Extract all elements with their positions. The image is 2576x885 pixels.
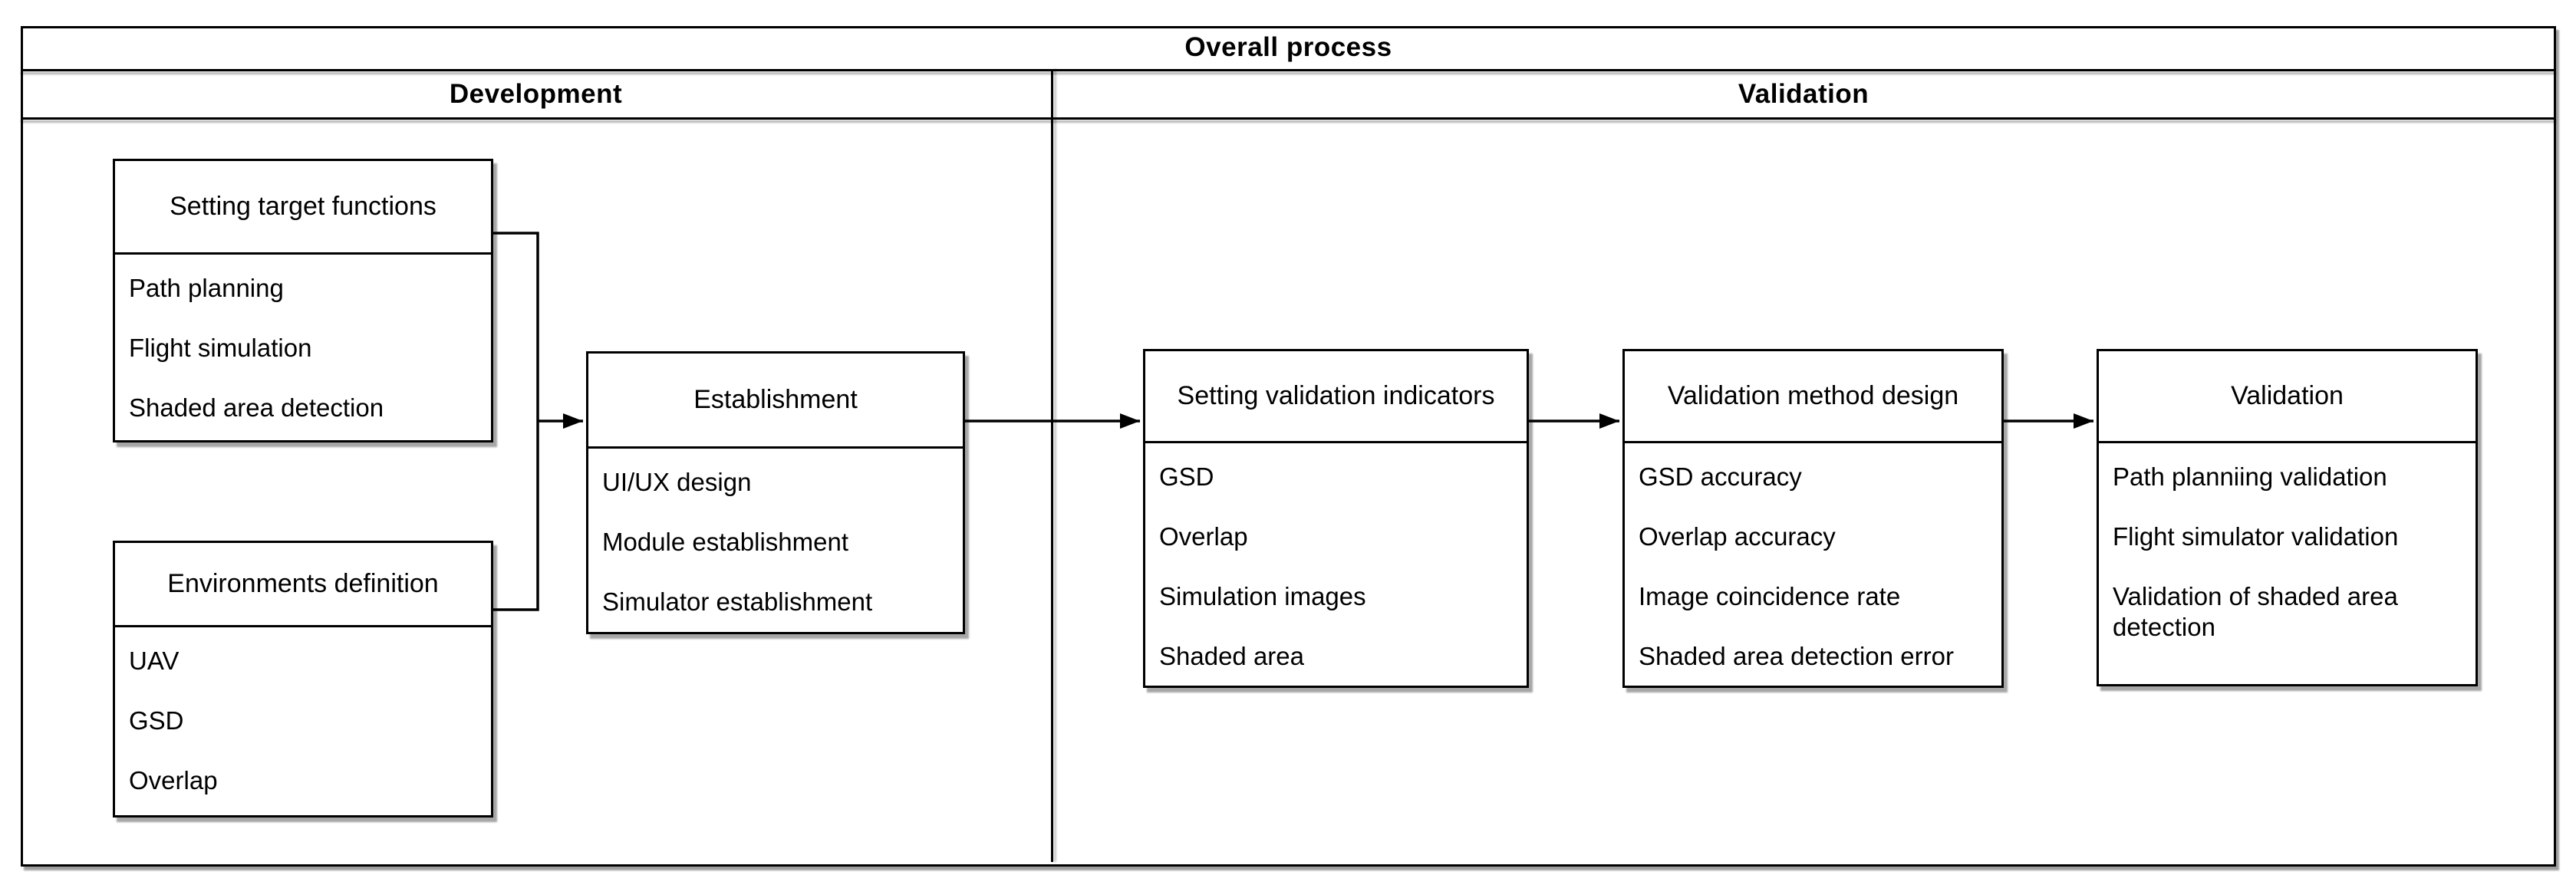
section-header-separator-line [21,117,2556,120]
box-item: Overlap [1159,522,1248,551]
box-item-list: UAV GSD Overlap [115,627,491,815]
box-item: Module establishment [602,528,849,556]
box-item-list: Path planniing validation Flight simulat… [2099,443,2476,684]
box-item: GSD [1159,462,1214,491]
process-box-setting-validation-indicators: Setting validation indicators GSD Overla… [1143,349,1529,688]
box-title: Establishment [588,354,963,449]
box-item-list: UI/UX design Module establishment Simula… [588,449,963,632]
process-box-validation: Validation Path planniing validation Fli… [2097,349,2478,686]
box-item: Image coincidence rate [1639,582,1901,610]
diagram-title: Overall process [1184,32,1392,62]
box-item: Flight simulation [129,334,312,362]
process-box-setting-target-functions: Setting target functions Path planning F… [113,159,493,442]
box-item: Validation of shaded area detection [2113,582,2398,641]
process-box-validation-method-design: Validation method design GSD accuracy Ov… [1622,349,2004,688]
section-header-validation: Validation [1738,79,1869,109]
box-item: Shaded area detection [129,393,384,422]
box-item: Shaded area [1159,642,1304,670]
box-item: Flight simulator validation [2113,522,2399,551]
process-box-environments-definition: Environments definition UAV GSD Overlap [113,541,493,818]
box-title: Setting target functions [115,161,491,255]
box-item: Shaded area detection error [1639,642,1954,670]
box-title: Setting validation indicators [1145,351,1527,443]
box-title: Validation [2099,351,2476,443]
process-box-establishment: Establishment UI/UX design Module establ… [586,351,965,634]
section-header-development: Development [449,79,623,109]
box-item: GSD [129,706,184,735]
box-item: Overlap accuracy [1639,522,1836,551]
box-item: Simulator establishment [602,587,873,616]
box-title: Validation method design [1625,351,2001,443]
section-divider-line [1051,69,1053,862]
box-item: UAV [129,646,180,675]
box-item: Path planning [129,274,284,302]
box-item-list: GSD accuracy Overlap accuracy Image coin… [1625,443,2001,686]
box-item: Path planniing validation [2113,462,2387,491]
box-item: Simulation images [1159,582,1366,610]
box-item: UI/UX design [602,468,752,496]
box-item: Overlap [129,766,218,795]
box-title: Environments definition [115,543,491,627]
box-item-list: Path planning Flight simulation Shaded a… [115,255,491,440]
box-item-list: GSD Overlap Simulation images Shaded are… [1145,443,1527,686]
title-separator-line [21,69,2556,71]
box-item: GSD accuracy [1639,462,1802,491]
